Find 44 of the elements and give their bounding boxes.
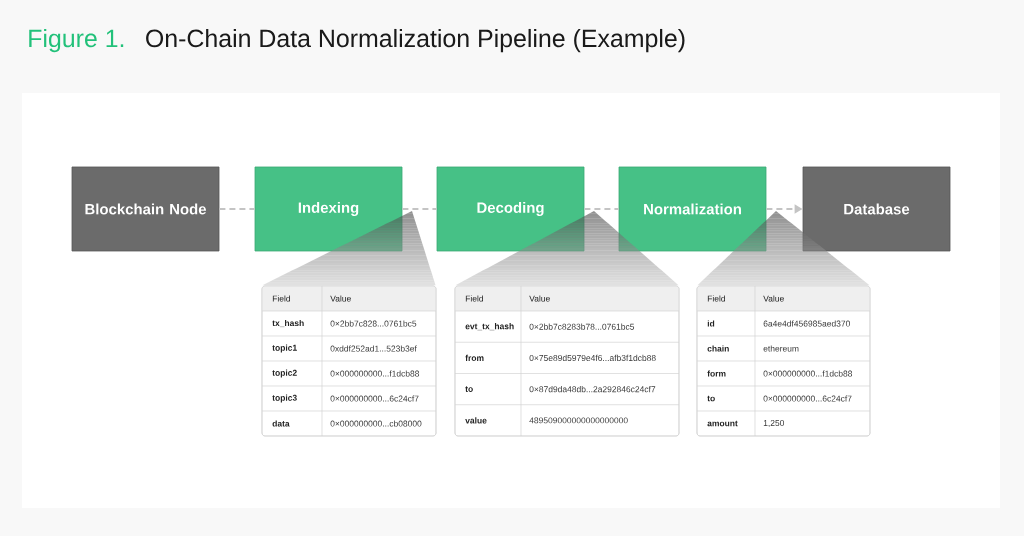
field-name: topic1	[272, 344, 297, 353]
field-name: amount	[707, 420, 738, 427]
figure-title: On-Chain Data Normalization Pipeline (Example)	[146, 28, 685, 53]
field-value: 489509000000000000000	[529, 417, 628, 424]
field-value: 0×75e89d5979e4f6...afb3f1dcb88	[529, 354, 656, 361]
column-header: Value	[330, 295, 351, 302]
field-value: 1,250	[763, 420, 785, 427]
figure-number: Figure 1.	[29, 28, 124, 53]
field-value: 0×000000000...6c24cf7	[330, 395, 419, 402]
field-value: 0×000000000...f1dcb88	[763, 370, 853, 377]
field-name: data	[272, 420, 290, 427]
column-header: Field	[272, 295, 290, 302]
process-box: Decoding	[436, 166, 585, 252]
connector-line	[218, 208, 256, 210]
field-name: from	[465, 354, 484, 361]
connector-line	[583, 208, 620, 210]
process-box: Blockchain Node	[71, 166, 220, 252]
field-name: value	[465, 417, 487, 424]
field-value: 0×000000000...cb08000	[330, 420, 422, 427]
field-name: evt_tx_hash	[465, 323, 514, 331]
field-name: chain	[707, 345, 729, 352]
process-box: Indexing	[254, 166, 403, 252]
field-name: id	[707, 320, 715, 327]
field-name: tx_hash	[272, 319, 304, 328]
connector-line	[401, 208, 438, 210]
field-name: to	[707, 395, 715, 402]
field-value: 0×87d9da48db...2a292846c24cf7	[529, 386, 656, 393]
field-name: topic2	[272, 369, 297, 378]
field-name: form	[707, 370, 726, 377]
column-header: Value	[529, 295, 550, 302]
column-header: Field	[465, 295, 483, 302]
process-box: Database	[802, 166, 951, 252]
field-name: topic3	[272, 394, 297, 403]
field-name: to	[465, 386, 473, 392]
field-value: 0×2bb7c828...0761bc5	[330, 320, 417, 327]
field-value: 0xddf252ad1...523b3ef	[330, 345, 417, 352]
field-value: ethereum	[763, 345, 799, 352]
field-value: 0×2bb7c8283b78...0761bc5	[529, 323, 635, 330]
column-header: Field	[707, 295, 725, 302]
column-header: Value	[763, 295, 784, 302]
process-box: Normalization	[618, 166, 767, 252]
field-value: 0×000000000...6c24cf7	[763, 395, 852, 402]
field-value: 0×000000000...f1dcb88	[330, 370, 420, 377]
field-value: 6a4e4df456985aed370	[763, 320, 850, 327]
